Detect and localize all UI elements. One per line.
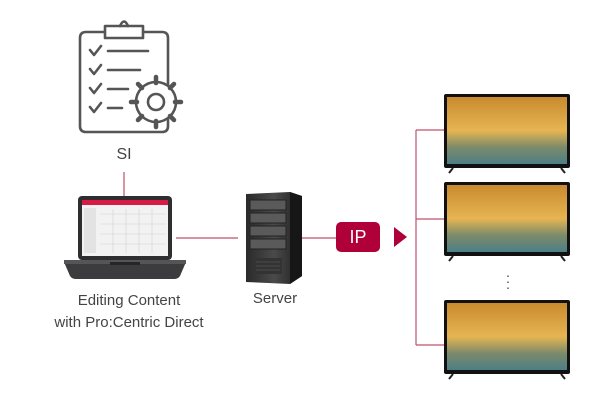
server-tower-icon: [246, 192, 302, 284]
tv-display-3: [444, 300, 570, 380]
more-displays-ellipsis-icon: ···: [505, 267, 511, 295]
checklist-gear-icon: [78, 20, 184, 134]
ip-arrow-icon: [394, 227, 407, 247]
laptop-icon: [64, 196, 186, 279]
laptop-label-line1: Editing Content: [77, 292, 181, 309]
laptop-label: Editing Content with Pro:Centric Direct: [44, 290, 214, 334]
connector-lines: [123, 129, 444, 346]
si-label: SI: [116, 146, 132, 163]
tv-display-1: [444, 94, 570, 174]
tv-display-2: [444, 182, 570, 262]
server-label: Server: [252, 290, 298, 307]
laptop-label-line2: with Pro:Centric Direct: [54, 314, 204, 331]
ip-badge: IP: [336, 222, 380, 252]
